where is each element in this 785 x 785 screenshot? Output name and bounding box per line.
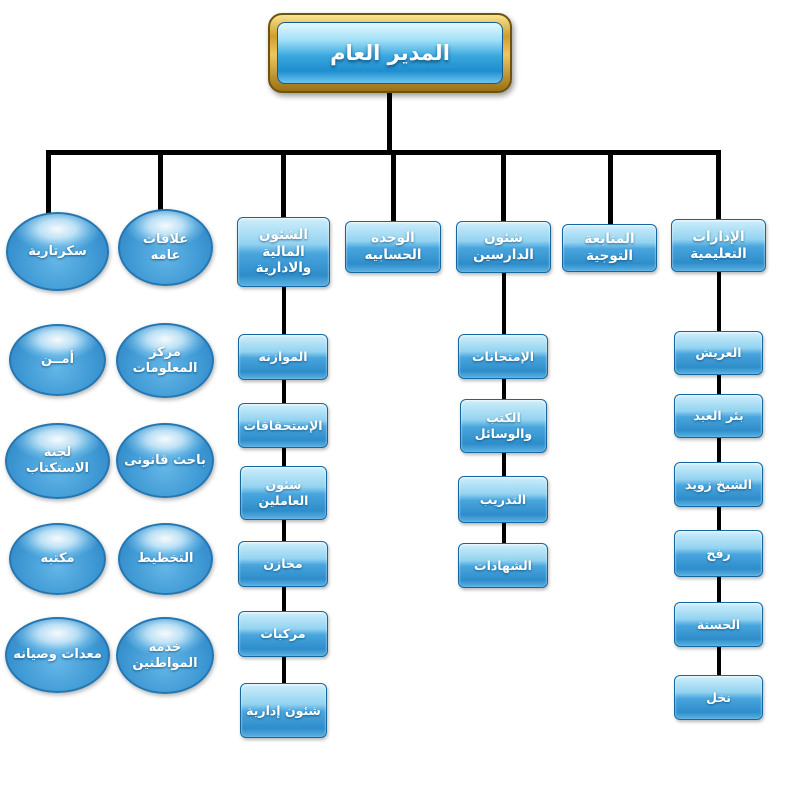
node-entitlements: الإستحقاقات <box>238 403 328 448</box>
node-legal-researcher: باحث قانونى <box>116 423 214 498</box>
node-exams: الإمتحانات <box>458 334 548 379</box>
node-planning: التخطيط <box>118 523 213 595</box>
node-vehicles: مركبات <box>238 611 328 657</box>
connector-root-drop <box>387 92 392 152</box>
node-certificates: الشهادات <box>458 543 548 588</box>
node-financial-admin-affairs: الشئون المالية والادارية <box>237 217 330 287</box>
node-hasana: الحسنة <box>674 602 763 647</box>
node-personnel-affairs: شئون العاملين <box>240 466 327 520</box>
node-accounting-unit: الوحده الحسابيه <box>345 221 441 273</box>
node-training: التدريب <box>458 476 548 523</box>
node-budget: الموازنه <box>238 334 328 380</box>
node-information-center: مركز المعلومات <box>116 323 214 398</box>
connector-drop-public-relations <box>158 150 163 213</box>
node-nakhl: نخل <box>674 675 763 720</box>
node-public-relations: علاقات عامه <box>118 209 213 286</box>
node-arish: العريش <box>674 331 763 375</box>
connector-horizontal <box>46 150 721 155</box>
node-bir-al-abd: بئر العبد <box>674 394 763 438</box>
node-general-manager-frame: المدير العام <box>268 13 512 93</box>
connector-drop-students-affairs <box>501 150 506 224</box>
node-books-and-materials: الكتب والوسائل <box>460 399 547 453</box>
node-secretariat: سكرتارية <box>6 212 109 291</box>
node-followup-guidance: المتابعة التوجية <box>562 224 657 272</box>
node-citizens-service: خدمه المواطنين <box>116 617 214 694</box>
connector-drop-financial-admin <box>281 150 286 220</box>
node-rafah: رفح <box>674 530 763 577</box>
node-equipment-maintenance: معدات وصيانه <box>5 617 110 693</box>
node-administrative-affairs: شئون إدارية <box>240 683 327 738</box>
connector-drop-accounting-unit <box>391 150 396 224</box>
node-warehouses: مخازن <box>238 541 328 587</box>
node-educational-directorates: الإدارات التعليمية <box>671 219 766 272</box>
connector-drop-educational-directorates <box>716 150 721 222</box>
node-security: أمــن <box>9 324 106 396</box>
node-students-affairs: شئون الدارسين <box>456 221 551 273</box>
node-general-manager: المدير العام <box>277 22 503 84</box>
node-sheikh-zuweid: الشيخ زويد <box>674 462 763 507</box>
node-library: مكتبه <box>9 523 106 595</box>
node-writing-committee: لجنة الاستكتاب <box>5 423 110 499</box>
connector-drop-secretariat <box>46 150 51 216</box>
connector-drop-followup-guidance <box>608 150 613 227</box>
